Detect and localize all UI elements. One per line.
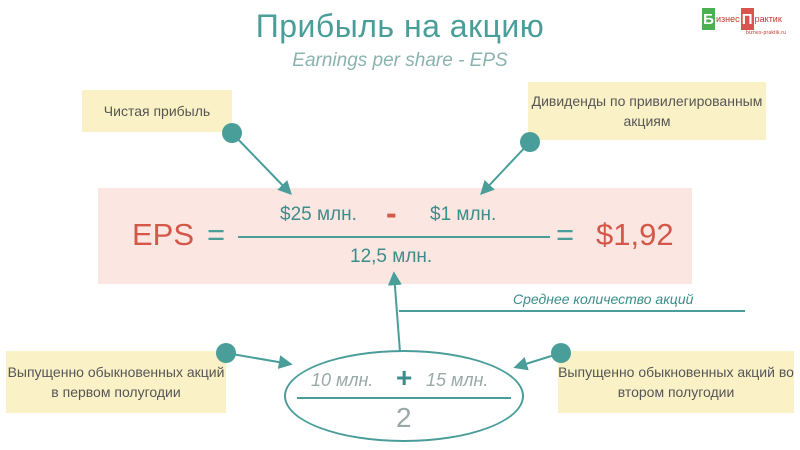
dot-icon — [520, 132, 540, 152]
logo-tagline: biznes-praktik.ru — [746, 30, 787, 36]
equals-sign-1: = — [207, 217, 226, 252]
logo-letter-p: П — [740, 8, 754, 30]
denominator-shares: 12,5 млн. — [350, 246, 433, 267]
connector-average-shares — [387, 271, 745, 353]
connector-preferred-dividends — [480, 132, 540, 196]
note-issued-first-half: Выпущенно обыкновенных акций в первом по… — [6, 351, 226, 413]
dot-icon — [216, 343, 236, 363]
page-title: Прибыль на акцию — [255, 8, 545, 44]
numerator-net-income: $25 млн. — [280, 204, 357, 225]
equals-sign-2: = — [556, 217, 575, 252]
connector-second-half — [513, 343, 571, 371]
logo-word-2: рактик — [754, 14, 782, 24]
shares-second-half: 15 млн. — [426, 370, 489, 390]
connector-net-income — [222, 123, 292, 196]
dot-icon — [551, 343, 571, 363]
eps-label: EPS — [132, 217, 195, 252]
logo-letter-b: Б — [702, 8, 715, 30]
page-subtitle: Earnings per share - EPS — [292, 50, 508, 71]
logo-word-1: изнес — [716, 14, 740, 24]
note-net-income: Чистая прибыль — [82, 90, 232, 132]
numerator-dividends: $1 млн. — [430, 204, 497, 225]
logo: Б изнес П рактик biznes-praktik.ru — [702, 8, 794, 38]
average-calc-ellipse — [284, 350, 524, 442]
minus-sign: - — [386, 195, 397, 231]
average-fraction-line — [297, 397, 511, 399]
connector-first-half — [216, 343, 293, 370]
plus-sign: + — [396, 362, 413, 393]
shares-first-half: 10 млн. — [311, 370, 374, 390]
note-issued-second-half: Выпущенно обыкновенных акций во втором п… — [558, 351, 794, 413]
dot-icon — [222, 123, 242, 143]
eps-result: $1,92 — [596, 217, 674, 252]
fraction-line — [238, 236, 550, 238]
note-preferred-dividends: Дивиденды по привилегированным акциям — [528, 82, 766, 140]
average-shares-label: Среднее количество акций — [513, 291, 694, 307]
average-divisor: 2 — [396, 402, 412, 433]
